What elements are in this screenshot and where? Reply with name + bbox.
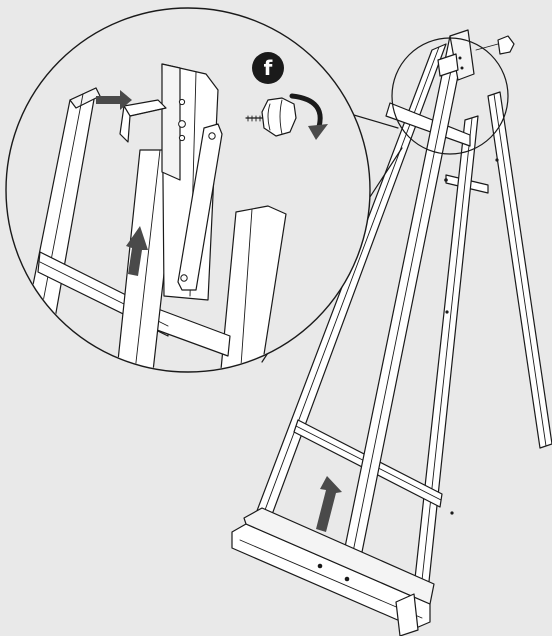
- rotate-clockwise-arrow: [289, 93, 328, 140]
- mast-up-arrow: [316, 476, 342, 532]
- slide-up-arrow: [126, 226, 148, 276]
- zoom-clamp-block: [119, 99, 167, 143]
- easel-top-clamp: [437, 35, 515, 77]
- detail-source-circle: [391, 37, 509, 155]
- zoom-hinge-link: [177, 123, 223, 291]
- easel-rear-leg: [487, 91, 552, 449]
- easel-assembly: [231, 29, 552, 636]
- zoom-knob-screw: [245, 97, 297, 137]
- step-label: f: [264, 56, 273, 80]
- easel-canvas-tray: [231, 507, 435, 636]
- step-badge: f: [252, 52, 284, 84]
- detail-zoom-circle: [5, 7, 371, 373]
- insert-right-arrow: [96, 90, 132, 110]
